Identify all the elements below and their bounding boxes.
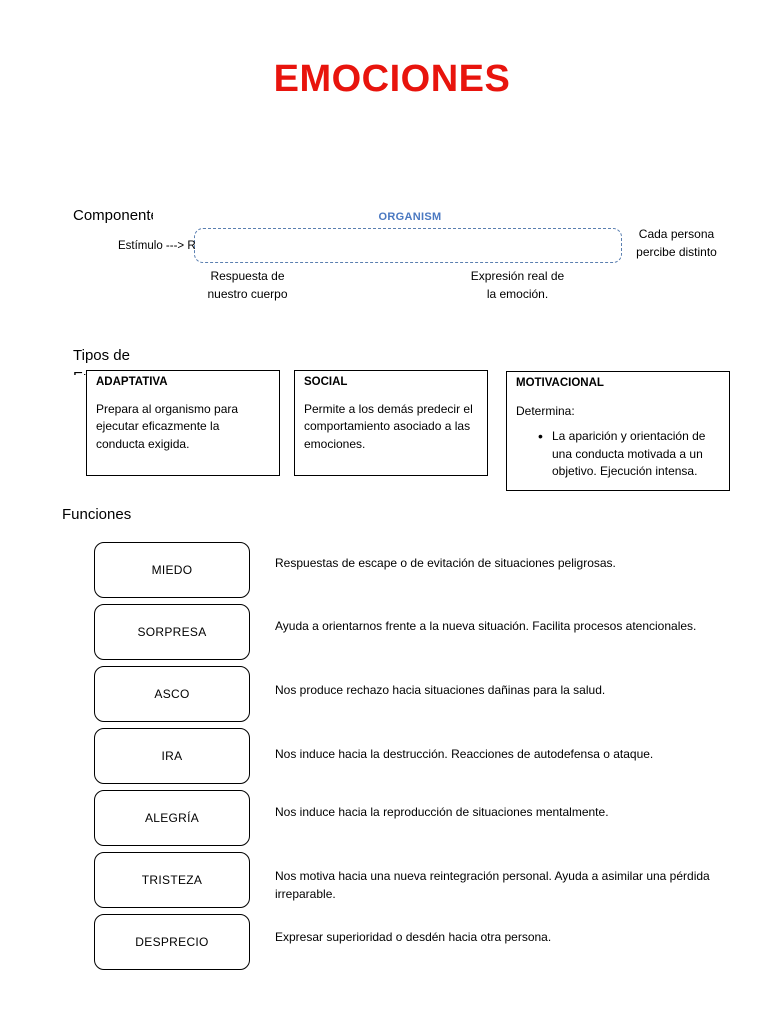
bullet-item: • La aparición y orientación de una cond… bbox=[516, 428, 720, 481]
emotion-description: Nos induce hacia la destrucción. Reaccio… bbox=[275, 747, 654, 761]
body-response-caption: Respuesta de nuestro cuerpo bbox=[207, 269, 288, 301]
bullet-icon: • bbox=[538, 428, 543, 444]
type-box-adaptativa: ADAPTATIVA Prepara al organismo para eje… bbox=[86, 370, 280, 476]
type-text: Prepara al organismo para ejecutar efica… bbox=[96, 401, 239, 451]
emotion-box-asco: ASCO bbox=[94, 666, 250, 722]
emotion-description: Nos motiva hacia una nueva reintegración… bbox=[275, 869, 710, 901]
type-box-motivacional: MOTIVACIONAL Determina: • La aparición y… bbox=[506, 371, 730, 491]
emotion-box-ira: IRA bbox=[94, 728, 250, 784]
emotion-box-sorpresa: SORPRESA bbox=[94, 604, 250, 660]
functions-heading: Funciones bbox=[62, 506, 132, 523]
type-title: MOTIVACIONAL bbox=[516, 377, 604, 389]
components-heading: Componentes bbox=[73, 207, 153, 224]
emotion-box-miedo: MIEDO bbox=[94, 542, 250, 598]
type-text: Permite a los demás predecir el comporta… bbox=[304, 401, 473, 451]
page-title: EMOCIONES bbox=[273, 58, 511, 100]
expression-caption: Expresión real de la emoción. bbox=[470, 269, 565, 301]
emotion-box-alegria: ALEGRÍA bbox=[94, 790, 250, 846]
emotion-description: Expresar superioridad o desdén hacia otr… bbox=[275, 930, 552, 944]
type-title: ADAPTATIVA bbox=[96, 376, 168, 388]
emotion-description: Nos induce hacia la reproducción de situ… bbox=[275, 805, 609, 819]
type-intro: Determina: bbox=[516, 403, 575, 418]
emotion-box-desprecio: DESPRECIO bbox=[94, 914, 250, 970]
perception-caption: Cada persona percibe distinto bbox=[636, 227, 717, 259]
emotion-box-tristeza: TRISTEZA bbox=[94, 852, 250, 908]
bullet-text: La aparición y orientación de una conduc… bbox=[552, 429, 706, 478]
stimulus-label: Estímulo ---> Respuesta bbox=[118, 240, 196, 252]
type-title: SOCIAL bbox=[304, 376, 348, 388]
emotion-description: Respuestas de escape o de evitación de s… bbox=[275, 556, 616, 570]
type-box-social: SOCIAL Permite a los demás predecir el c… bbox=[294, 370, 488, 476]
emotion-description: Ayuda a orientarnos frente a la nueva si… bbox=[275, 619, 697, 633]
organism-box bbox=[194, 228, 622, 263]
organism-label: ORGANISM bbox=[378, 211, 442, 223]
emotion-description: Nos produce rechazo hacia situaciones da… bbox=[275, 683, 606, 697]
